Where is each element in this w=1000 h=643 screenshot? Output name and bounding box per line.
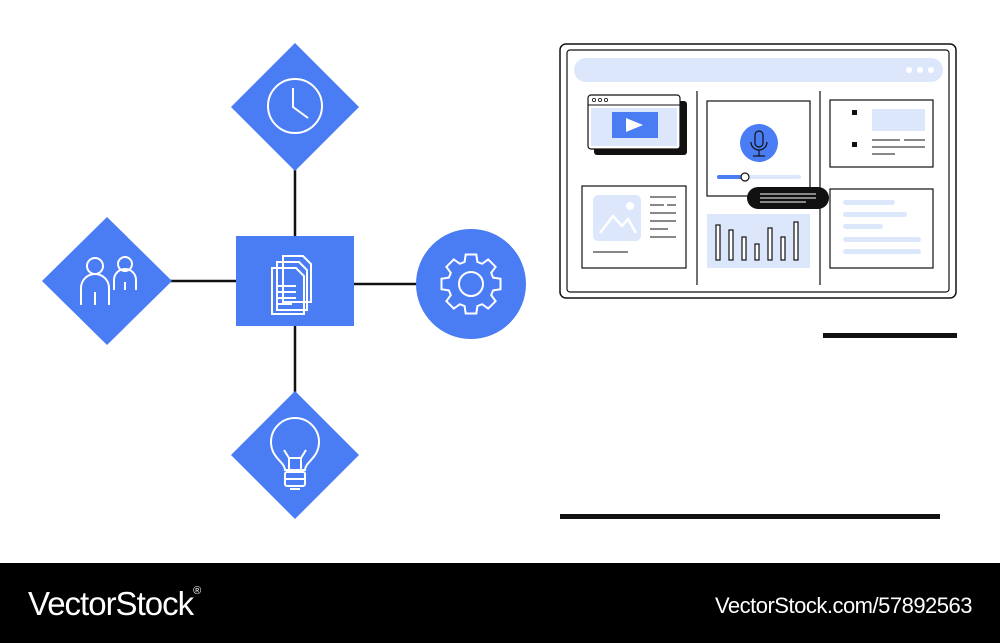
text-lines-icon xyxy=(829,188,934,269)
image-placeholder-icon xyxy=(581,185,687,269)
brand-name: VectorStock xyxy=(28,585,194,622)
microphone-icon xyxy=(706,100,811,197)
people-icon xyxy=(80,256,137,305)
brand-logo: VectorStock® xyxy=(28,585,201,623)
divider-long xyxy=(560,514,940,519)
bar-chart-icon xyxy=(707,214,810,268)
checklist-icon xyxy=(829,99,934,168)
gear-node xyxy=(416,229,526,339)
documents-icon xyxy=(271,255,312,315)
diagram-connectors xyxy=(165,165,420,398)
center-documents-node xyxy=(236,236,354,326)
divider-short xyxy=(823,333,957,338)
video-player-icon xyxy=(587,94,687,155)
lightbulb-node xyxy=(231,391,359,519)
dashboard-window xyxy=(559,43,957,299)
clock-icon xyxy=(267,78,323,134)
address-bar xyxy=(574,58,943,82)
registered-mark: ® xyxy=(193,585,201,597)
image-url: VectorStock.com/57892563 xyxy=(714,593,973,618)
tooltip-pill xyxy=(747,187,829,209)
clock-node xyxy=(231,43,359,171)
lightbulb-icon xyxy=(269,417,321,490)
window-dots-icon xyxy=(906,67,934,73)
people-node xyxy=(42,217,172,345)
footer-bar: VectorStock® VectorStock.com/57892563 xyxy=(0,563,1000,643)
gear-icon xyxy=(440,253,502,315)
illustration xyxy=(42,43,957,519)
